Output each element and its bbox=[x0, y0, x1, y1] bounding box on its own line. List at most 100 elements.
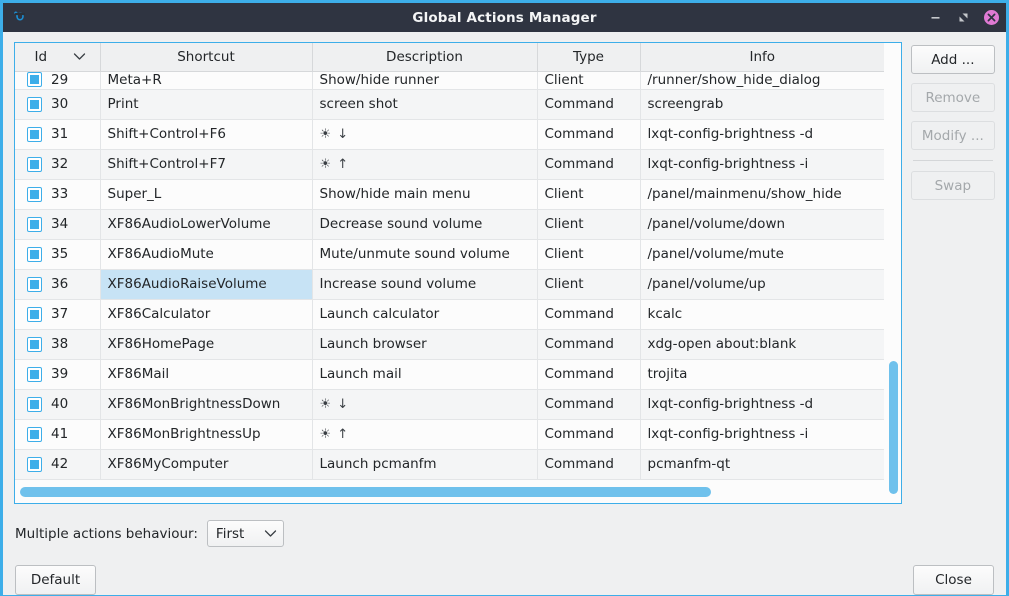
checked-square-icon[interactable] bbox=[27, 396, 42, 412]
horizontal-scrollbar[interactable] bbox=[15, 482, 901, 502]
checked-square-icon[interactable] bbox=[27, 246, 42, 262]
cell-description[interactable]: Launch mail bbox=[312, 359, 538, 390]
column-header-type[interactable]: Type bbox=[537, 43, 641, 72]
column-header-description[interactable]: Description bbox=[312, 43, 538, 72]
cell-description[interactable]: Launch pcmanfm bbox=[312, 449, 538, 480]
cell-shortcut[interactable]: XF86HomePage bbox=[100, 329, 313, 360]
cell-shortcut[interactable]: XF86Calculator bbox=[100, 299, 313, 330]
cell-id[interactable]: 34 bbox=[15, 209, 101, 240]
checked-square-icon[interactable] bbox=[27, 456, 42, 472]
cell-type[interactable]: Command bbox=[537, 149, 641, 180]
column-header-info[interactable]: Info bbox=[640, 43, 884, 72]
cell-info[interactable]: /panel/volume/up bbox=[640, 269, 884, 300]
vertical-scrollbar-thumb[interactable] bbox=[888, 361, 898, 494]
maximize-icon[interactable] bbox=[955, 9, 972, 26]
close-button[interactable]: Close bbox=[913, 565, 994, 595]
cell-info[interactable]: /panel/mainmenu/show_hide bbox=[640, 179, 884, 210]
cell-id[interactable]: 37 bbox=[15, 299, 101, 330]
checked-square-icon[interactable] bbox=[27, 426, 42, 442]
cell-description[interactable]: Launch calculator bbox=[312, 299, 538, 330]
cell-id[interactable]: 35 bbox=[15, 239, 101, 270]
cell-info[interactable]: /panel/volume/down bbox=[640, 209, 884, 240]
cell-description[interactable]: ☀ ↓ bbox=[312, 119, 538, 150]
cell-shortcut[interactable]: XF86MonBrightnessUp bbox=[100, 419, 313, 450]
cell-type[interactable]: Command bbox=[537, 449, 641, 480]
cell-description[interactable]: ☀ ↓ bbox=[312, 389, 538, 420]
cell-type[interactable]: Command bbox=[537, 389, 641, 420]
vertical-scrollbar[interactable] bbox=[887, 73, 899, 503]
minimize-icon[interactable] bbox=[927, 9, 944, 26]
column-header-id[interactable]: Id bbox=[15, 43, 101, 72]
cell-type[interactable]: Command bbox=[537, 419, 641, 450]
remove-button[interactable]: Remove bbox=[910, 83, 995, 112]
cell-shortcut[interactable]: Shift+Control+F6 bbox=[100, 119, 313, 150]
cell-info[interactable]: lxqt-config-brightness -i bbox=[640, 419, 884, 450]
cell-info[interactable]: screengrab bbox=[640, 89, 884, 120]
column-header-shortcut[interactable]: Shortcut bbox=[100, 43, 313, 72]
cell-type[interactable]: Command bbox=[537, 119, 641, 150]
cell-description[interactable]: Show/hide runner bbox=[312, 71, 538, 90]
add-button[interactable]: Add ... bbox=[910, 45, 995, 74]
cell-shortcut[interactable]: Print bbox=[100, 89, 313, 120]
cell-id[interactable]: 31 bbox=[15, 119, 101, 150]
cell-type[interactable]: Command bbox=[537, 359, 641, 390]
checked-square-icon[interactable] bbox=[27, 126, 42, 142]
cell-id[interactable]: 36 bbox=[15, 269, 101, 300]
cell-id[interactable]: 29 bbox=[15, 71, 101, 90]
checked-square-icon[interactable] bbox=[27, 156, 42, 172]
checked-square-icon[interactable] bbox=[27, 276, 42, 292]
cell-info[interactable]: lxqt-config-brightness -d bbox=[640, 119, 884, 150]
cell-id[interactable]: 38 bbox=[15, 329, 101, 360]
cell-info[interactable]: /panel/volume/mute bbox=[640, 239, 884, 270]
cell-shortcut[interactable]: Shift+Control+F7 bbox=[100, 149, 313, 180]
behaviour-select[interactable]: First bbox=[206, 520, 284, 547]
cell-shortcut[interactable]: Super_L bbox=[100, 179, 313, 210]
cell-shortcut[interactable]: XF86AudioMute bbox=[100, 239, 313, 270]
cell-type[interactable]: Client bbox=[537, 239, 641, 270]
cell-id[interactable]: 39 bbox=[15, 359, 101, 390]
cell-description[interactable]: screen shot bbox=[312, 89, 538, 120]
cell-info[interactable]: /runner/show_hide_dialog bbox=[640, 71, 884, 90]
checked-square-icon[interactable] bbox=[27, 306, 42, 322]
checked-square-icon[interactable] bbox=[27, 366, 42, 382]
cell-info[interactable]: trojita bbox=[640, 359, 884, 390]
cell-description[interactable]: Show/hide main menu bbox=[312, 179, 538, 210]
cell-shortcut[interactable]: Meta+R bbox=[100, 71, 313, 90]
cell-shortcut[interactable]: XF86AudioRaiseVolume bbox=[100, 269, 313, 300]
checked-square-icon[interactable] bbox=[27, 186, 42, 202]
cell-info[interactable]: lxqt-config-brightness -d bbox=[640, 389, 884, 420]
cell-id[interactable]: 32 bbox=[15, 149, 101, 180]
cell-info[interactable]: lxqt-config-brightness -i bbox=[640, 149, 884, 180]
close-icon[interactable] bbox=[983, 9, 1000, 26]
modify-button[interactable]: Modify ... bbox=[910, 121, 995, 150]
cell-info[interactable]: pcmanfm-qt bbox=[640, 449, 884, 480]
cell-id[interactable]: 41 bbox=[15, 419, 101, 450]
checked-square-icon[interactable] bbox=[27, 216, 42, 232]
cell-id[interactable]: 42 bbox=[15, 449, 101, 480]
cell-description[interactable]: ☀ ↑ bbox=[312, 419, 538, 450]
cell-description[interactable]: Increase sound volume bbox=[312, 269, 538, 300]
cell-shortcut[interactable]: XF86AudioLowerVolume bbox=[100, 209, 313, 240]
cell-type[interactable]: Client bbox=[537, 179, 641, 210]
cell-id[interactable]: 40 bbox=[15, 389, 101, 420]
cell-shortcut[interactable]: XF86Mail bbox=[100, 359, 313, 390]
cell-type[interactable]: Command bbox=[537, 299, 641, 330]
cell-type[interactable]: Command bbox=[537, 89, 641, 120]
cell-id[interactable]: 33 bbox=[15, 179, 101, 210]
checked-square-icon[interactable] bbox=[27, 72, 42, 87]
cell-type[interactable]: Client bbox=[537, 269, 641, 300]
checked-square-icon[interactable] bbox=[27, 96, 42, 112]
cell-type[interactable]: Command bbox=[537, 329, 641, 360]
